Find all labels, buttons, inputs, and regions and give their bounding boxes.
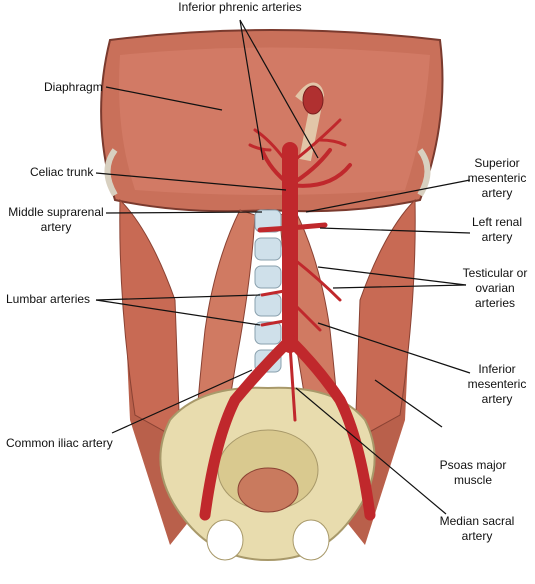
label-inferior-phrenic: Inferior phrenic arteries [165, 0, 315, 15]
renal-right [287, 222, 328, 231]
label-middle-suprarenal-line1: Middle suprarenal [8, 205, 104, 219]
label-inferior-phrenic-text: Inferior phrenic arteries [178, 0, 302, 14]
pelvic-opening-right [292, 519, 330, 561]
label-superior-mesenteric-line1: Superior [474, 156, 520, 170]
celiac-branches [260, 148, 352, 188]
label-median-sacral: Median sacral artery [432, 514, 522, 544]
common-iliac-left [199, 334, 296, 521]
leader-lines [95, 19, 471, 515]
label-psoas-line1: Psoas major [439, 458, 507, 472]
label-middle-suprarenal: Middle suprarenal artery [4, 205, 108, 235]
phrenic-branches-right [293, 118, 347, 162]
lumbar-branches [260, 288, 292, 327]
median-sacral-artery-line [288, 343, 297, 422]
aorta [199, 118, 376, 521]
rib-left [104, 148, 118, 197]
label-lumbar-text: Lumbar arteries [6, 292, 91, 306]
label-left-renal: Left renal artery [464, 215, 530, 245]
leader-common-iliac [111, 369, 253, 434]
leader-testicular-1 [317, 266, 467, 286]
label-common-iliac: Common iliac artery [6, 436, 113, 451]
leader-left-renal [319, 227, 471, 234]
leader-median-sacral [295, 387, 447, 515]
label-inferior-mesenteric: Inferior mesenteric artery [462, 362, 532, 407]
label-superior-mesenteric: Superior mesenteric artery [462, 156, 532, 201]
label-superior-mesenteric-line2: mesenteric [467, 171, 527, 185]
label-diaphragm-text: Diaphragm [44, 80, 103, 94]
label-diaphragm: Diaphragm [44, 80, 103, 95]
label-celiac-text: Celiac trunk [30, 165, 94, 179]
label-testicular-line3: arteries [474, 296, 515, 310]
label-inferior-mesenteric-line2: mesenteric [467, 377, 527, 391]
leader-diaphragm [105, 86, 223, 111]
label-testicular-line2: ovarian [475, 281, 515, 295]
label-inferior-mesenteric-line3: artery [481, 392, 513, 406]
pelvic-opening-left [206, 519, 244, 561]
esophageal-opening [302, 85, 324, 115]
leader-inferior-mesenteric [317, 322, 471, 374]
label-superior-mesenteric-line3: artery [481, 186, 513, 200]
label-testicular-ovarian: Testicular or ovarian arteries [456, 266, 534, 311]
testicular-branch [293, 258, 342, 302]
common-iliac-right [284, 334, 376, 521]
renal-left [257, 225, 293, 233]
lower-back-muscle-left [119, 198, 181, 441]
label-median-sacral-line1: Median sacral [439, 514, 515, 528]
inferior-mesenteric-branch [293, 303, 322, 332]
leader-superior-mesenteric [305, 179, 471, 213]
label-middle-suprarenal-line2: artery [40, 220, 72, 234]
leader-middle-suprarenal [105, 211, 263, 214]
label-left-renal-line1: Left renal [471, 215, 523, 229]
label-testicular-line1: Testicular or [462, 266, 528, 280]
label-common-iliac-text: Common iliac artery [6, 436, 113, 450]
leader-lumbar-2 [95, 299, 261, 326]
rectum [237, 467, 299, 513]
leader-psoas [374, 379, 443, 428]
leader-testicular-2 [332, 284, 467, 289]
leader-phrenic-2 [239, 19, 319, 159]
lower-back-muscle-right [354, 198, 416, 441]
vertebral-column [254, 209, 282, 373]
label-left-renal-line2: artery [481, 230, 513, 244]
label-lumbar-arteries: Lumbar arteries [6, 292, 90, 307]
leader-phrenic-1 [239, 19, 264, 161]
phrenic-branches-left [248, 128, 287, 162]
label-inferior-mesenteric-line1: Inferior [478, 362, 516, 376]
label-celiac-trunk: Celiac trunk [30, 165, 93, 180]
label-psoas-major: Psoas major muscle [432, 458, 514, 488]
label-median-sacral-line2: artery [461, 529, 493, 543]
diaphragm-dome-shade [119, 47, 430, 195]
label-psoas-line2: muscle [453, 473, 492, 487]
leader-lumbar-1 [95, 294, 261, 301]
rib-right [417, 148, 431, 197]
leader-celiac [95, 172, 287, 191]
